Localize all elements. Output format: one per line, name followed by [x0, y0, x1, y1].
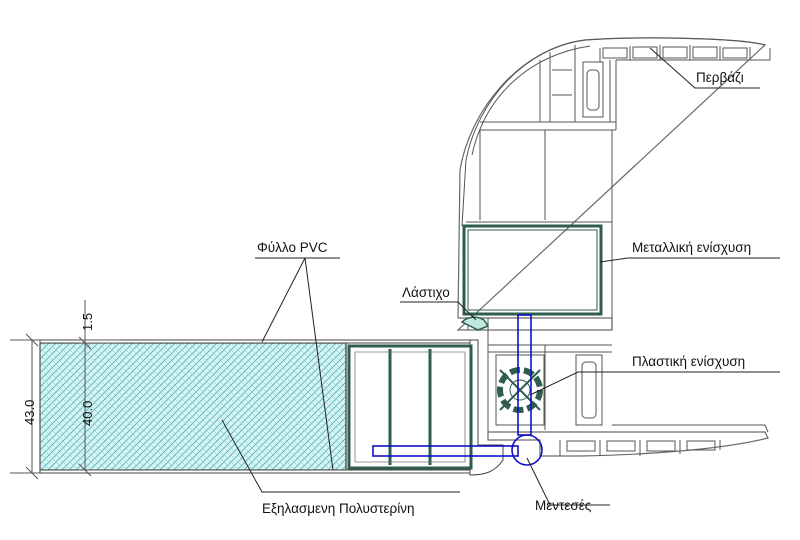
metal-reinforcement-rect [462, 224, 603, 316]
label-metal-reinforcement: Μεταλλική ενίσχυση [632, 240, 751, 255]
plastic-reinforcement-shape [495, 354, 545, 426]
label-hinges: Μεντεσές [535, 498, 592, 513]
dimension-overall-thickness: 43.0 [22, 400, 37, 425]
dimension-skin-thickness: 1.5 [80, 313, 95, 331]
label-gasket: Λάστιχο [402, 285, 450, 300]
label-plastic-reinforcement: Πλαστική ενίσχυση [632, 354, 745, 369]
dimension-lines [10, 300, 120, 480]
door-leaf [39, 339, 504, 476]
frame-profile [456, 37, 771, 457]
leader-lines [221, 47, 780, 506]
leaf-reinforcement-profile [347, 344, 473, 470]
hinge-drawing [372, 314, 543, 466]
label-extruded-polystyrene: Εξηλασμενη Πολυστερίνη [262, 501, 414, 516]
label-pvc-sheet: Φύλλο PVC [257, 240, 328, 255]
dimension-core-thickness: 40.0 [80, 401, 95, 426]
insulation-core [39, 342, 347, 471]
label-sill: Περβάζι [696, 70, 744, 85]
gasket-shape [460, 316, 490, 331]
